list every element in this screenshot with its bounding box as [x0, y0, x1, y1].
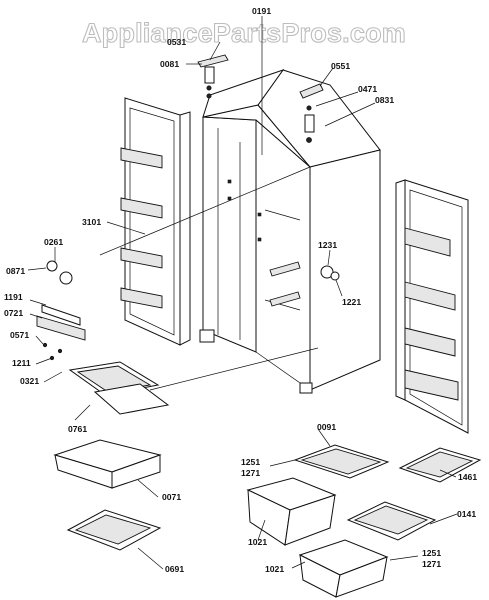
crisper-cover-upper: [293, 444, 390, 479]
part-label-0321: 0321: [20, 376, 39, 386]
part-label-1021-lower: 1021: [265, 564, 284, 574]
part-label-1461: 1461: [458, 472, 477, 482]
part-label-0091: 0091: [317, 422, 336, 432]
part-label-0141: 0141: [457, 509, 476, 519]
part-label-3101: 3101: [82, 217, 101, 227]
part-label-0261: 0261: [44, 237, 63, 247]
part-label-1211: 1211: [12, 358, 31, 368]
fresh-food-door: [395, 179, 469, 434]
part-label-0721: 0721: [4, 308, 23, 318]
part-label-0831: 0831: [375, 95, 394, 105]
part-label-1231: 1231: [318, 240, 337, 250]
freezer-glass-shelf-set: [68, 361, 170, 415]
part-label-0471: 0471: [358, 84, 377, 94]
part-label-1271-upper: 1271: [241, 468, 260, 478]
crisper-pan-upper: [246, 477, 337, 546]
part-label-0691: 0691: [165, 564, 184, 574]
part-label-0191: 0191: [252, 6, 271, 16]
part-label-1191: 1191: [4, 292, 23, 302]
part-number-labels: 0191 0531 0081 0551 0471 0831 3101 0261 …: [4, 6, 477, 574]
part-label-0531: 0531: [167, 37, 186, 47]
fresh-food-door-bins: [404, 227, 459, 401]
part-label-1021-upper: 1021: [248, 537, 267, 547]
upper-hinge-right: [299, 83, 324, 143]
part-label-0081: 0081: [160, 59, 179, 69]
part-label-0571: 0571: [10, 330, 29, 340]
part-label-0761: 0761: [68, 424, 87, 434]
leader-lines: [27, 16, 458, 570]
freezer-door: [120, 97, 191, 346]
cabinet-shell: [199, 69, 381, 394]
crisper-cover-lower: [346, 501, 437, 541]
freezer-glass-shelf-lower: [66, 509, 162, 551]
freezer-pan-shelf: [53, 439, 162, 489]
upper-hinge-left: [197, 54, 229, 99]
part-label-1251-upper: 1251: [241, 457, 260, 467]
light-socket: [320, 265, 340, 281]
watermark: AppliancePartsPros.com: [82, 18, 406, 48]
crisper-pan-lower: [298, 539, 389, 598]
part-label-0871: 0871: [6, 266, 25, 276]
freezer-door-bins: [120, 147, 163, 309]
part-label-1251-lower: 1251: [422, 548, 441, 558]
part-label-0071: 0071: [162, 492, 181, 502]
light-housing-assembly: [36, 260, 86, 361]
glass-shelf-right: [398, 447, 482, 483]
part-label-1221: 1221: [342, 297, 361, 307]
part-label-0551: 0551: [331, 61, 350, 71]
part-label-1271-lower: 1271: [422, 559, 441, 569]
